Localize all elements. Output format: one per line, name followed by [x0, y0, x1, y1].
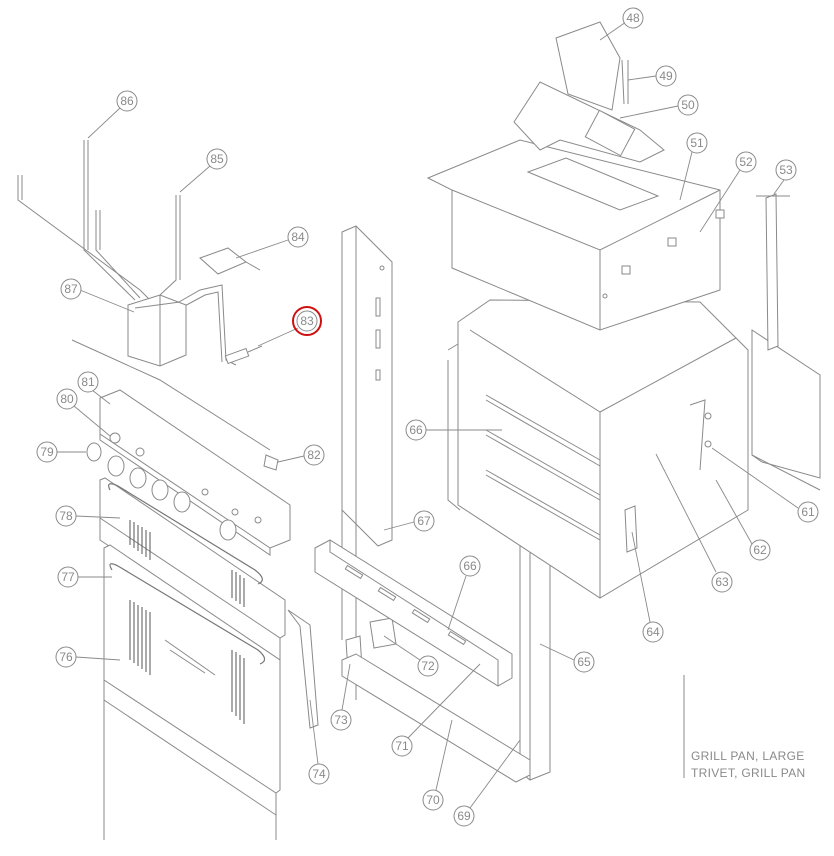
svg-text:71: 71: [395, 739, 409, 753]
callout-49[interactable]: 49: [655, 65, 677, 87]
note-grill-pan: GRILL PAN, LARGE: [691, 749, 805, 763]
svg-text:66: 66: [409, 423, 423, 437]
callout-48[interactable]: 48: [622, 7, 644, 29]
svg-text:79: 79: [40, 445, 54, 459]
svg-text:51: 51: [690, 136, 704, 150]
highlight-ring: [292, 306, 322, 336]
callout-52[interactable]: 52: [735, 151, 757, 173]
callout-73[interactable]: 73: [330, 709, 352, 731]
svg-text:61: 61: [801, 505, 815, 519]
callout-81[interactable]: 81: [77, 371, 99, 393]
callout-77[interactable]: 77: [57, 566, 79, 588]
svg-text:74: 74: [312, 767, 326, 781]
svg-text:52: 52: [739, 155, 753, 169]
callout-64[interactable]: 64: [642, 621, 664, 643]
top-housing: [426, 21, 790, 351]
control-panel: [86, 389, 291, 556]
callout-79[interactable]: 79: [36, 441, 58, 463]
callout-70[interactable]: 70: [422, 789, 444, 811]
wiring-harness: [17, 140, 263, 366]
svg-text:82: 82: [307, 448, 321, 462]
svg-text:86: 86: [120, 94, 134, 108]
svg-text:73: 73: [334, 713, 348, 727]
front-rail: [314, 539, 513, 687]
callout-66-rail[interactable]: 66: [459, 555, 481, 577]
callout-74[interactable]: 74: [308, 763, 330, 785]
svg-text:66: 66: [463, 559, 477, 573]
svg-text:70: 70: [426, 793, 440, 807]
callout-76[interactable]: 76: [55, 646, 77, 668]
callout-65[interactable]: 65: [573, 651, 595, 673]
callout-72[interactable]: 72: [417, 655, 439, 677]
svg-text:65: 65: [577, 655, 591, 669]
svg-text:53: 53: [779, 163, 793, 177]
svg-text:72: 72: [421, 659, 435, 673]
callout-53[interactable]: 53: [775, 159, 797, 181]
svg-text:67: 67: [417, 514, 431, 528]
callout-85[interactable]: 85: [206, 148, 228, 170]
svg-text:87: 87: [64, 282, 78, 296]
svg-text:78: 78: [59, 509, 73, 523]
callout-61[interactable]: 61: [797, 501, 819, 523]
svg-text:80: 80: [60, 392, 74, 406]
callout-87[interactable]: 87: [60, 278, 82, 300]
svg-text:49: 49: [659, 69, 673, 83]
svg-text:77: 77: [61, 570, 75, 584]
callout-66-cavity[interactable]: 66: [405, 419, 427, 441]
callout-67[interactable]: 67: [413, 510, 435, 532]
main-oven-door: [103, 544, 319, 840]
callout-80[interactable]: 80: [56, 388, 78, 410]
svg-text:69: 69: [457, 809, 471, 823]
svg-text:64: 64: [646, 625, 660, 639]
callout-78[interactable]: 78: [55, 505, 77, 527]
callout-69[interactable]: 69: [453, 805, 475, 827]
callout-50[interactable]: 50: [677, 94, 699, 116]
callouts: 48 49 50 51 52 53 61 62 63 64 65 66: [36, 7, 819, 827]
svg-text:76: 76: [59, 650, 73, 664]
callout-71[interactable]: 71: [391, 735, 413, 757]
svg-text:85: 85: [210, 152, 224, 166]
side-frame: [341, 225, 397, 700]
oven-cavity: [447, 299, 821, 599]
svg-text:62: 62: [753, 543, 767, 557]
callout-62[interactable]: 62: [749, 539, 771, 561]
callout-83[interactable]: 83: [296, 310, 318, 332]
svg-text:48: 48: [626, 11, 640, 25]
callout-82[interactable]: 82: [303, 444, 325, 466]
callout-84[interactable]: 84: [287, 226, 309, 248]
note-trivet: TRIVET, GRILL PAN: [691, 766, 805, 780]
callout-51[interactable]: 51: [686, 132, 708, 154]
terminal-block: [71, 294, 271, 451]
svg-text:50: 50: [681, 98, 695, 112]
svg-text:83: 83: [300, 314, 314, 328]
svg-text:63: 63: [715, 575, 729, 589]
svg-text:81: 81: [81, 375, 95, 389]
svg-text:84: 84: [291, 230, 305, 244]
callout-86[interactable]: 86: [116, 90, 138, 112]
callout-63[interactable]: 63: [711, 571, 733, 593]
